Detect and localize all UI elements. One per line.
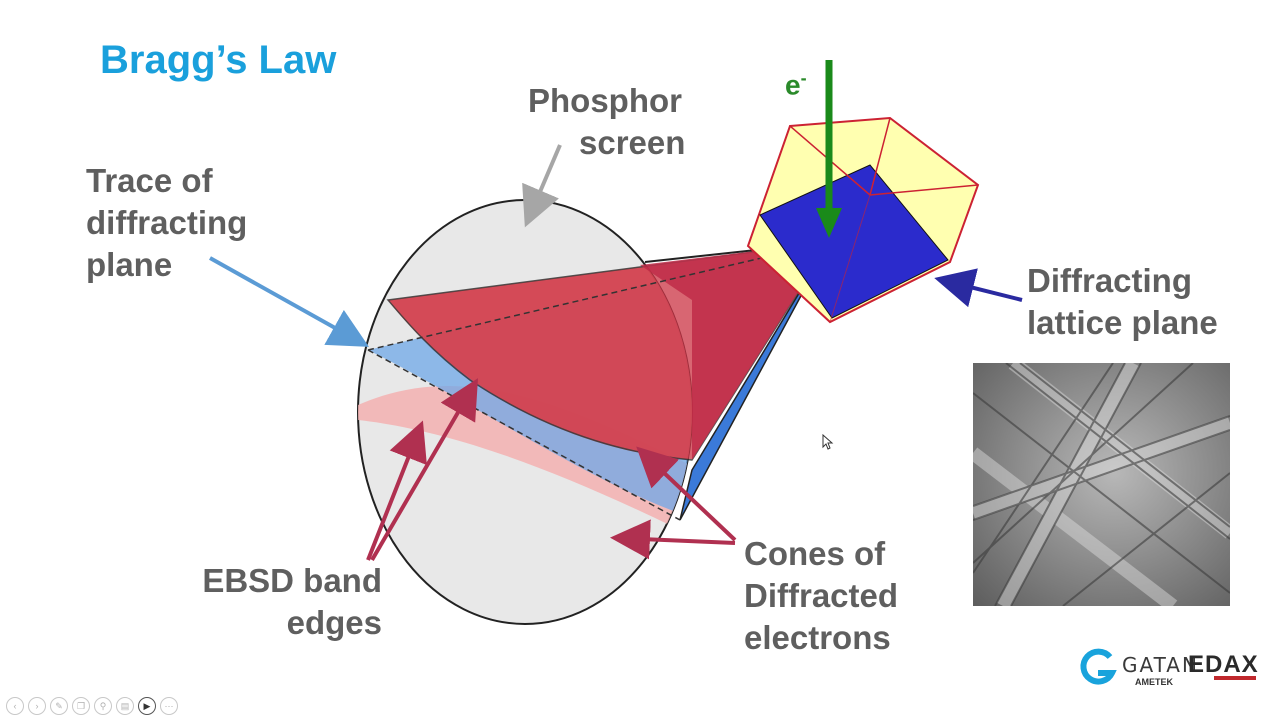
ebsd-pointer-1 bbox=[366, 420, 427, 561]
ebsd-pointer-2 bbox=[370, 378, 479, 562]
presenter-toolbar: ‹ › ✎ ❐ ⚲ ▤ ▶ ⋯ bbox=[6, 697, 178, 715]
edax-accent-bar bbox=[1214, 676, 1256, 680]
ebsd-label: EBSD band edges bbox=[202, 562, 382, 641]
pen-icon[interactable]: ✎ bbox=[50, 697, 68, 715]
zoom-icon[interactable]: ⚲ bbox=[94, 697, 112, 715]
lattice-plane bbox=[759, 164, 949, 319]
gatan-logo-icon bbox=[1080, 648, 1117, 685]
trace-dashed-upper bbox=[367, 241, 831, 351]
electron-label: e- bbox=[785, 68, 807, 101]
cones-pointer-2 bbox=[610, 519, 736, 560]
prev-icon[interactable]: ‹ bbox=[6, 697, 24, 715]
lattice-label: Diffracting lattice plane bbox=[1027, 262, 1218, 341]
cones-label: Cones of Diffracted electrons bbox=[744, 535, 899, 656]
phosphor-label: Phosphor screen bbox=[528, 82, 686, 161]
subtitles-icon[interactable]: ▤ bbox=[116, 697, 134, 715]
trace-pointer bbox=[209, 256, 369, 347]
slide-title: Bragg’s Law bbox=[100, 38, 337, 82]
mouse-cursor-icon bbox=[822, 434, 834, 450]
cones-pointer-1 bbox=[636, 446, 737, 542]
lower-band bbox=[358, 385, 692, 540]
copy-icon[interactable]: ❐ bbox=[72, 697, 90, 715]
edax-wordmark: EDAX bbox=[1188, 651, 1259, 678]
ametek-wordmark: AMETEK bbox=[1135, 677, 1173, 687]
more-icon[interactable]: ⋯ bbox=[160, 697, 178, 715]
phosphor-pointer bbox=[522, 144, 562, 228]
gatan-wordmark: GATAN bbox=[1122, 653, 1199, 677]
red-cone-side bbox=[640, 242, 830, 460]
ebsd-pattern-image bbox=[973, 363, 1230, 606]
crystal-cube bbox=[746, 116, 980, 324]
trace-label: Trace of diffracting plane bbox=[86, 162, 248, 283]
next-icon[interactable]: › bbox=[28, 697, 46, 715]
camera-icon[interactable]: ▶ bbox=[138, 697, 156, 715]
lattice-pointer bbox=[934, 268, 1023, 308]
